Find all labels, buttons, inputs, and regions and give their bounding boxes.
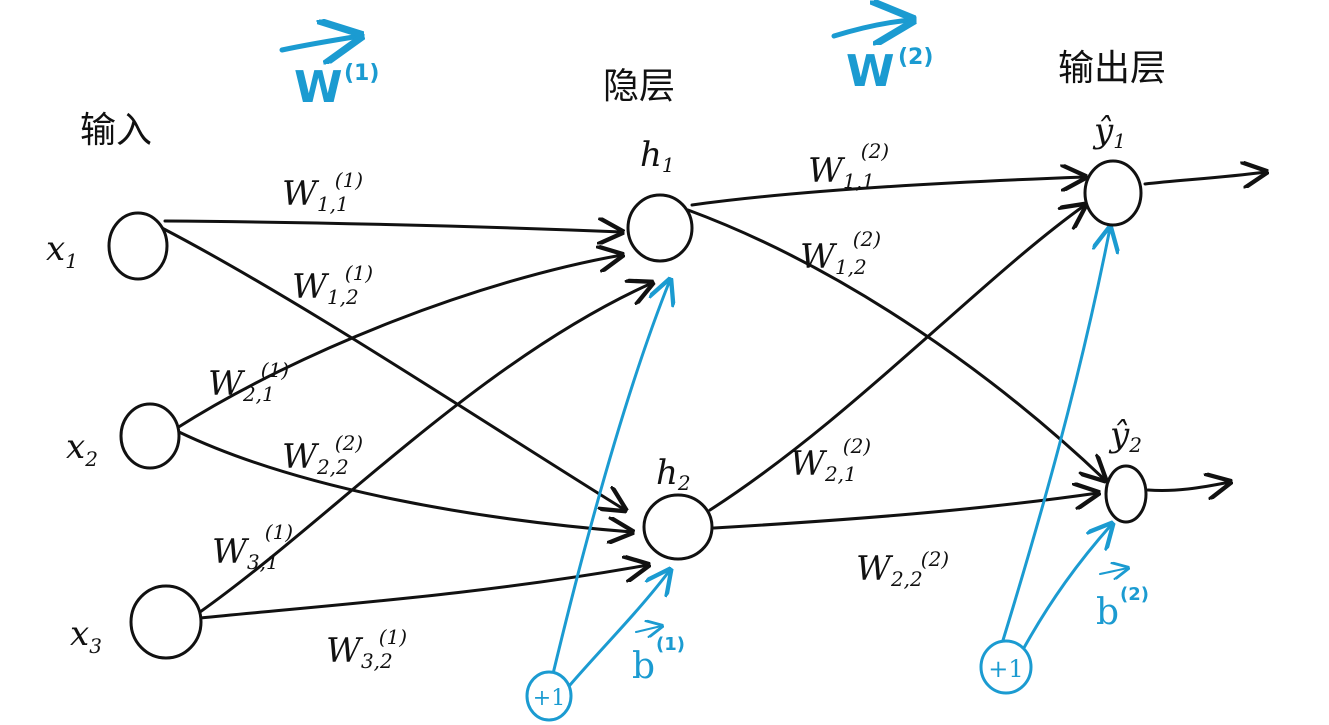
bias2-to-y1 <box>998 228 1110 652</box>
edge-labels-layer1: W1,1(1) W1,2(1) W2,1(1) W2,2(2) W3,1(1) … <box>208 168 407 673</box>
w22-2: W2,2(2) <box>282 431 363 479</box>
weight-matrix-1-header: W (1) <box>279 36 379 113</box>
w11-1: W1,1(1) <box>282 168 363 216</box>
bias-node-2 <box>979 639 1033 695</box>
bias1-to-h2 <box>568 570 670 687</box>
edge-h1-y2 <box>686 208 1105 480</box>
hidden-nodes <box>626 193 714 561</box>
matrix-w2-sup: (2) <box>898 45 933 70</box>
w12-2: W1,2(2) <box>800 227 881 279</box>
output-layer-title: 输出层 <box>1058 48 1166 89</box>
edge-h2-y2 <box>712 493 1098 530</box>
bias-node-2-label: +1 <box>988 655 1023 683</box>
edge-x1-h2 <box>160 226 625 510</box>
edge-x2-h1 <box>175 255 622 430</box>
output-nodes <box>1083 159 1148 524</box>
label-y2: ŷ2 <box>1108 415 1142 457</box>
bias-b2-letter: b <box>1096 592 1119 633</box>
bias-node-1-label: +1 <box>533 686 565 711</box>
bias2-to-y2 <box>1018 524 1112 657</box>
edge-y1-out <box>1143 172 1266 184</box>
input-layer-title: 输入 <box>80 110 152 151</box>
w21-2: W2,1(2) <box>790 434 871 486</box>
edge-x1-h1 <box>163 221 622 232</box>
label-x2: x2 <box>66 427 98 471</box>
output-node-y1 <box>1083 159 1143 227</box>
hidden-node-h1 <box>626 193 694 263</box>
edge-labels-layer2: W1,1(2) W1,2(2) W2,1(2) W2,2(2) <box>790 139 949 591</box>
edge-x3-h2 <box>198 565 648 620</box>
w32-1: W3,2(1) <box>326 625 407 673</box>
w11-2: W1,1(2) <box>808 139 889 193</box>
edge-y2-out <box>1146 482 1230 491</box>
output-labels: ŷ1 ŷ2 <box>1092 111 1142 457</box>
bias-vector-2-label: b (2) <box>1096 568 1149 633</box>
bias-b1-letter: b <box>632 646 655 687</box>
weight-matrix-2-header: W (2) <box>831 20 933 97</box>
bias1-to-h1 <box>550 280 670 680</box>
edges-layer1 <box>160 221 652 620</box>
w31-1: W3,1(1) <box>212 520 293 574</box>
matrix-w1-sup: (1) <box>344 61 379 86</box>
input-nodes <box>107 211 203 660</box>
w21-1: W2,1(1) <box>208 358 289 406</box>
edge-x3-h1 <box>198 283 652 614</box>
edges-layer2 <box>686 172 1266 530</box>
hidden-layer-title: 隐层 <box>603 66 675 107</box>
bias-edges <box>550 228 1112 687</box>
input-labels: x1 x2 x3 <box>46 229 102 658</box>
edge-h2-y1 <box>708 205 1085 512</box>
hidden-labels: h1 h2 <box>640 135 691 495</box>
matrix-w2-letter: W <box>846 46 895 97</box>
vector-arrow-icon <box>1099 568 1128 574</box>
vector-arrow-icon <box>831 20 912 36</box>
input-node-x2 <box>119 402 181 470</box>
w12-1: W1,2(1) <box>292 261 373 309</box>
vector-arrow-icon <box>279 36 360 50</box>
bias-b1-sup: (1) <box>656 634 685 655</box>
label-h1: h1 <box>640 135 675 177</box>
w22-2: W2,2(2) <box>856 547 949 591</box>
vector-arrow-icon <box>635 626 662 632</box>
input-node-x1 <box>107 211 169 281</box>
bias-b2-sup: (2) <box>1120 584 1149 605</box>
bias-vector-1-label: b (1) <box>632 626 685 687</box>
label-y1: ŷ1 <box>1092 111 1126 153</box>
label-x1: x1 <box>46 229 78 273</box>
label-x3: x3 <box>70 614 102 658</box>
label-h2: h2 <box>656 453 691 495</box>
edge-h1-y1 <box>690 177 1085 207</box>
matrix-w1-letter: W <box>294 62 343 113</box>
bias-node-1 <box>525 670 573 722</box>
bias-nodes: +1 +1 <box>525 639 1033 722</box>
output-node-y2 <box>1104 464 1148 524</box>
input-node-x3 <box>129 584 203 660</box>
hidden-node-h2 <box>642 493 714 561</box>
edge-x2-h2 <box>177 430 632 532</box>
